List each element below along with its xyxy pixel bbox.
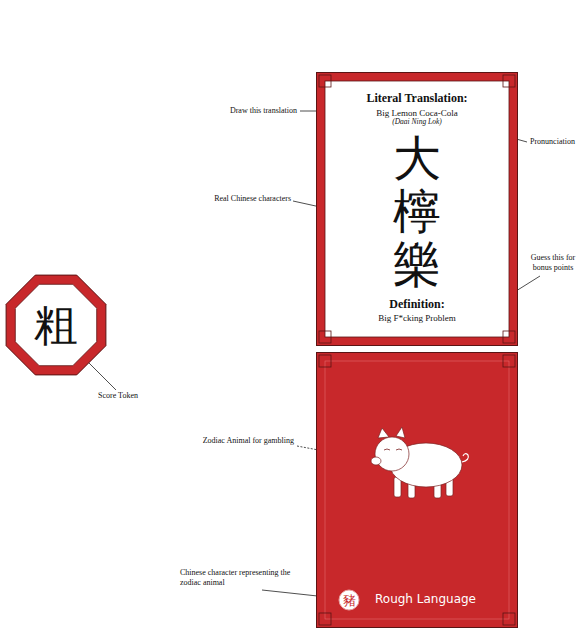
card-text: (Daai Ning Lok) <box>328 118 506 127</box>
callout-label: Zodiac Animal for gambling <box>170 436 294 446</box>
card-back: Rough Language 豬 <box>316 352 518 628</box>
callout-label: Score Token <box>98 391 158 401</box>
card-text: Rough Language <box>375 593 476 607</box>
callout-label: Guess this for bonus points <box>524 253 582 274</box>
card-text: Literal Translation: <box>328 92 506 106</box>
pig-illustration <box>316 352 518 628</box>
score-token: 粗 <box>1 270 111 380</box>
callout-label: Draw this translation <box>200 106 297 116</box>
zodiac-circle: 豬 <box>338 589 360 611</box>
callout-label: Pronunciation <box>530 137 582 147</box>
card-text: 粗 <box>1 303 111 347</box>
card-front: Literal Translation: Big Lemon Coca-Cola(… <box>316 72 518 346</box>
card-text: Definition: <box>328 298 506 312</box>
card-frame <box>316 352 518 628</box>
card-text: Big F*cking Problem <box>328 313 506 323</box>
vertical-characters: 大檸樂 <box>393 132 441 290</box>
card-text: 豬 <box>338 594 360 607</box>
callout-label: Chinese character representing the zodia… <box>180 568 305 589</box>
callout-label: Real Chinese characters <box>180 194 291 204</box>
card-text: Big Lemon Coca-Cola <box>328 108 506 118</box>
